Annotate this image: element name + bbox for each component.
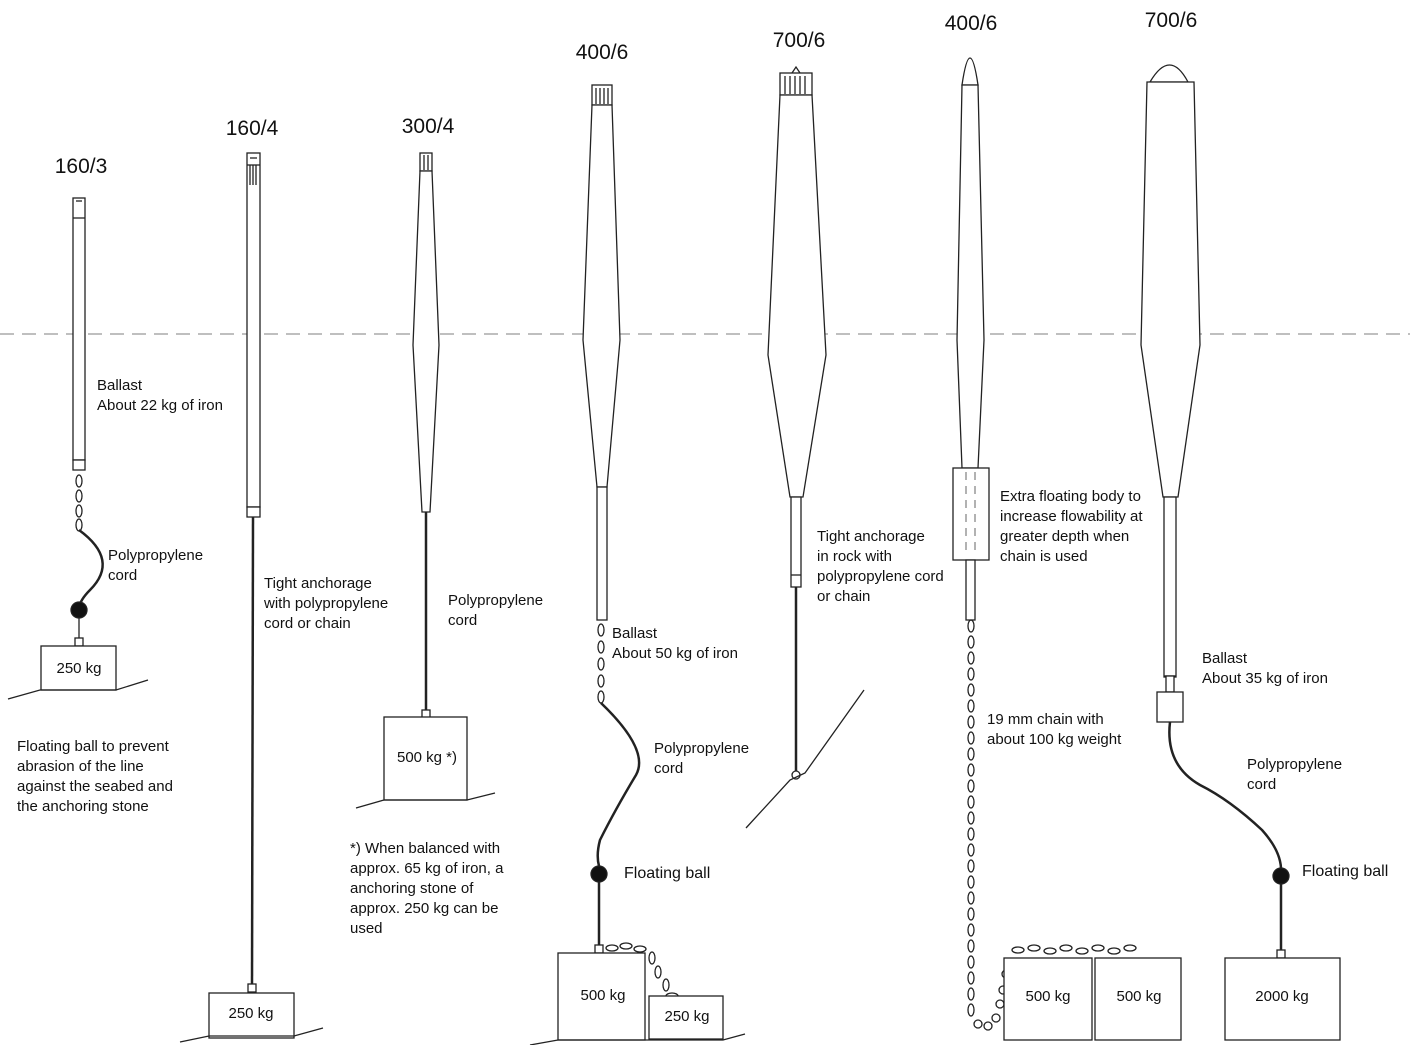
chain-link — [967, 747, 975, 761]
weight-label: 250 kg — [664, 1008, 710, 1025]
model-title: 160/3 — [54, 155, 108, 178]
chain-link — [967, 731, 975, 745]
chain-link — [967, 619, 975, 633]
cord-label: Polypropylene cord — [108, 547, 204, 584]
polypropylene-cord — [1168, 721, 1283, 869]
floating-ball-label: Floating ball — [624, 865, 711, 882]
floating-ball — [70, 601, 88, 619]
anchor-stone — [1224, 957, 1341, 1041]
cord-label: Polypropylene cord — [448, 592, 544, 629]
chain — [605, 942, 679, 1000]
chain-link — [967, 923, 975, 937]
anchor-stone — [40, 645, 117, 691]
ballast-label: Ballast About 35 kg of iron — [1202, 650, 1328, 687]
ballast-label: Ballast About 22 kg of iron — [97, 377, 223, 414]
chain-link — [967, 987, 975, 1001]
chain-link — [967, 811, 975, 825]
buoy-400-6-a — [529, 84, 746, 1045]
polypropylene-cord — [596, 702, 641, 867]
tight-line — [250, 516, 255, 987]
ballast-label: Ballast About 50 kg of iron — [612, 625, 738, 662]
model-title: 300/4 — [401, 115, 455, 138]
tight-anchorage-label: Tight anchorage with polypropylene cord … — [264, 575, 389, 632]
anchor-stone — [557, 952, 646, 1041]
chain-link — [967, 955, 975, 969]
buoy-160-3 — [7, 197, 149, 700]
chain-link — [967, 875, 975, 889]
chain-link — [983, 1021, 993, 1031]
anchor-stone — [1003, 957, 1093, 1041]
anchor-stone — [1094, 957, 1182, 1041]
weight-label: 500 kg — [580, 987, 626, 1004]
chain-link — [973, 1019, 983, 1029]
weight-label: 250 kg — [228, 1005, 274, 1022]
model-title: 400/6 — [575, 41, 629, 64]
chain-link — [967, 795, 975, 809]
rock-seabed — [745, 689, 865, 829]
floating-ball — [1272, 867, 1290, 885]
model-title: 160/4 — [225, 117, 279, 140]
floating-ball-note: Floating ball to prevent abrasion of the… — [17, 738, 173, 815]
chain-link — [995, 999, 1005, 1009]
chain-link — [967, 667, 975, 681]
seabed — [7, 679, 149, 700]
ballast-weight — [1156, 691, 1184, 723]
weight-label: 250 kg — [56, 660, 102, 677]
chain-link — [967, 635, 975, 649]
extra-floating-body — [952, 467, 990, 561]
rock-anchorage-label: Tight anchorage in rock with polypropyle… — [817, 528, 944, 605]
chain-link — [967, 1003, 975, 1017]
chain-link — [967, 683, 975, 697]
weight-label: 500 kg *) — [396, 749, 458, 766]
chain-link — [967, 971, 975, 985]
model-title: 700/6 — [772, 29, 826, 52]
chain-link — [967, 699, 975, 713]
chain-link — [967, 779, 975, 793]
extra-floating-body-label: Extra floating body to increase flowabil… — [1000, 488, 1143, 565]
anchor-stone — [208, 992, 295, 1039]
balance-footnote: *) When balanced with approx. 65 kg of i… — [350, 840, 504, 937]
model-title: 400/6 — [944, 12, 998, 35]
chain — [967, 619, 1011, 1031]
chain-link — [991, 1013, 1001, 1023]
buoy-160-4 — [179, 152, 324, 1043]
chain — [597, 623, 605, 704]
chain-link — [967, 843, 975, 857]
seabed — [179, 1027, 324, 1043]
polypropylene-cord — [77, 528, 104, 609]
buoy-300-4 — [355, 152, 496, 809]
buoy-700-6-a — [745, 65, 865, 829]
anchor-stone — [383, 716, 468, 801]
cord-label: Polypropylene cord — [1247, 756, 1343, 793]
anchor-stone — [648, 995, 724, 1040]
weight-label: 2000 kg — [1255, 988, 1309, 1005]
chain-link — [967, 859, 975, 873]
seabed — [529, 1033, 746, 1045]
chain — [75, 474, 83, 532]
cord-label: Polypropylene cord — [654, 740, 750, 775]
floating-ball-label: Floating ball — [1302, 863, 1389, 880]
chain-link — [967, 827, 975, 841]
buoy-400-6-b — [952, 57, 1182, 1041]
chain-link — [967, 891, 975, 905]
chain-link — [967, 907, 975, 921]
model-title: 700/6 — [1144, 9, 1198, 32]
weight-label: 500 kg — [1025, 988, 1071, 1005]
seabed — [355, 792, 496, 809]
chain-link — [967, 763, 975, 777]
chain-label: 19 mm chain with about 100 kg weight — [987, 711, 1122, 748]
floating-ball — [590, 865, 608, 883]
chain — [1011, 944, 1137, 955]
chain-link — [967, 715, 975, 729]
weight-label: 500 kg — [1116, 988, 1162, 1005]
buoy-700-6-b — [1140, 64, 1341, 1041]
chain-link — [967, 651, 975, 665]
chain-link — [967, 939, 975, 953]
